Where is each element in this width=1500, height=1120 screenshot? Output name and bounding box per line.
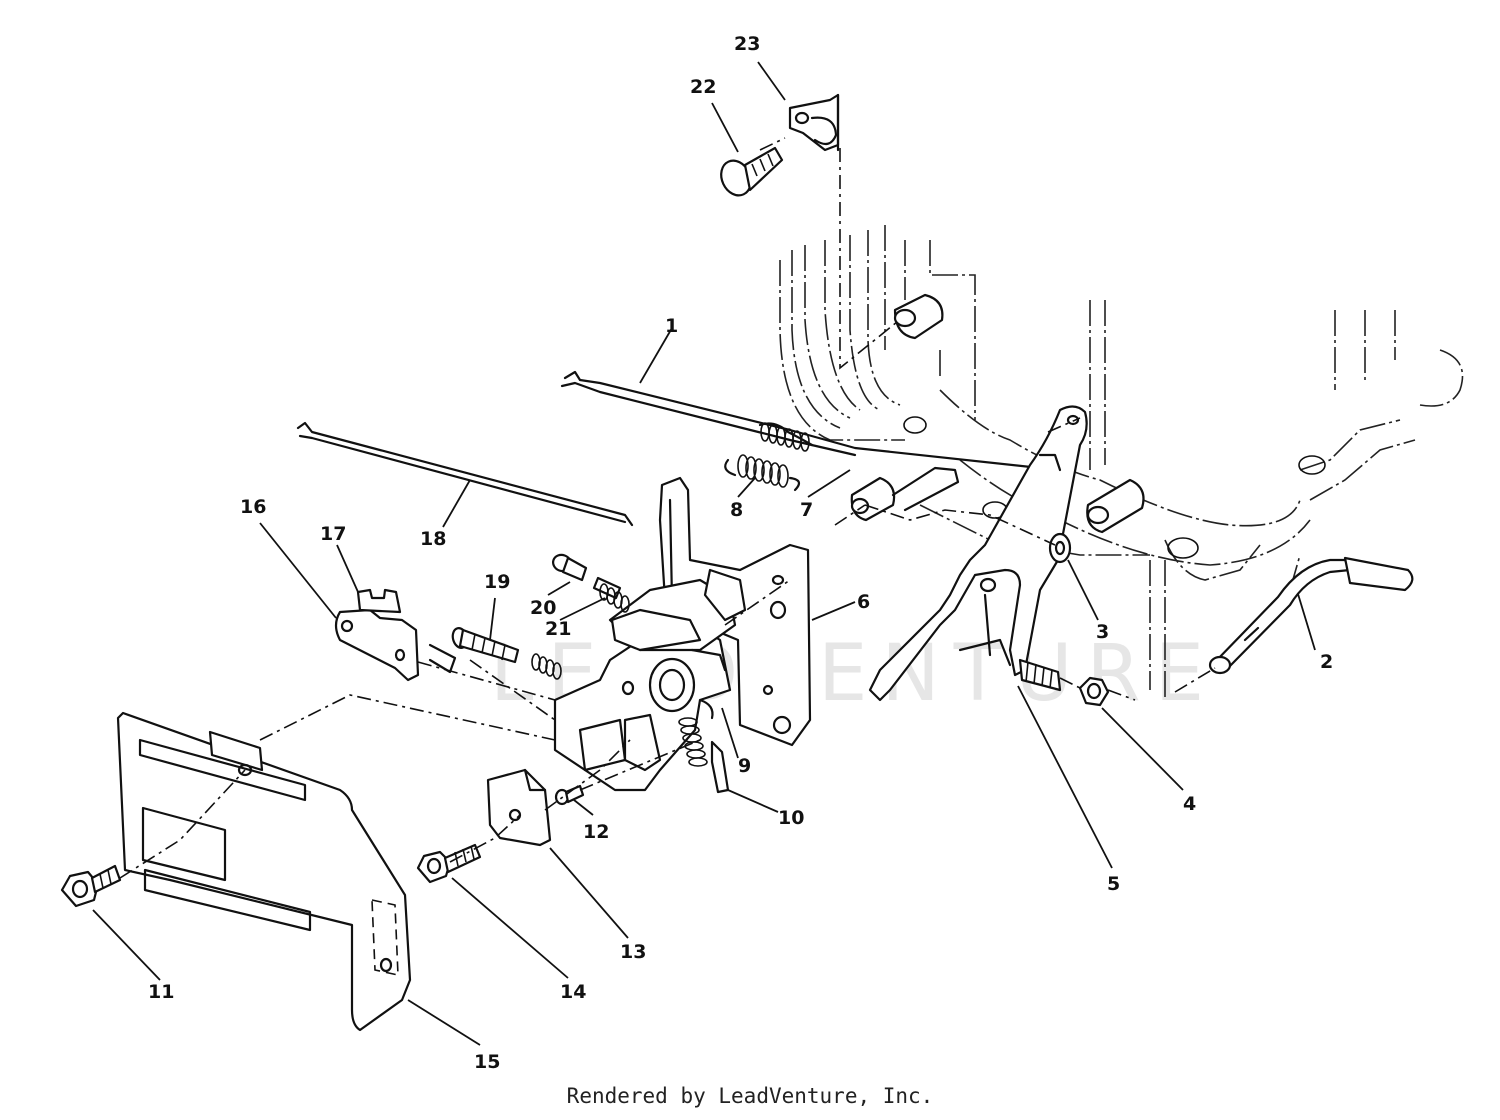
callout-leaders — [92, 61, 1316, 1046]
part-7-bushing — [850, 466, 960, 522]
part-9-spring — [678, 698, 714, 767]
callout-12: 12 — [583, 821, 609, 843]
part-14-bolt — [416, 843, 482, 884]
callout-14: 14 — [560, 981, 586, 1003]
part-21-spring — [599, 583, 630, 613]
part-5-governor-lever — [868, 405, 1088, 702]
callout-11: 11 — [148, 981, 174, 1003]
callout-13: 13 — [620, 941, 646, 963]
callout-22: 22 — [690, 76, 716, 98]
callout-5: 5 — [1107, 873, 1120, 895]
diagram-svg: LEADVENTURE — [60, 33, 1464, 1073]
part-2-governor-shaft — [1208, 556, 1414, 675]
callout-23: 23 — [734, 33, 760, 55]
part-3-clamp-bolt — [1048, 532, 1072, 564]
callout-6: 6 — [857, 591, 870, 613]
callout-15: 15 — [474, 1051, 500, 1073]
part-1-governor-rod — [560, 370, 1042, 470]
callout-17: 17 — [320, 523, 346, 545]
part-11-bolt — [60, 864, 122, 908]
callout-2: 2 — [1320, 651, 1333, 673]
callout-8: 8 — [730, 499, 743, 521]
part-23-cable-clamp — [788, 93, 840, 152]
callout-9: 9 — [738, 755, 751, 777]
callout-20: 20 — [530, 597, 556, 619]
callout-numbers: 1 2 3 4 5 6 7 8 9 10 11 12 13 14 15 16 1… — [148, 33, 1333, 1073]
callout-7: 7 — [800, 499, 813, 521]
part-12-screw — [554, 784, 585, 806]
part-18-throttle-rod — [296, 421, 634, 527]
assembly-centerlines — [119, 137, 1216, 879]
callout-21: 21 — [545, 618, 571, 640]
part-13-plate — [486, 768, 552, 847]
footer-credit: Rendered by LeadVenture, Inc. — [566, 1084, 934, 1108]
part-22-screw — [720, 146, 784, 197]
throttle-control-assembly — [553, 568, 747, 792]
part-4-nut — [1078, 676, 1110, 707]
part-16-choke-plate — [334, 588, 457, 682]
callout-18: 18 — [420, 528, 446, 550]
callout-10: 10 — [778, 807, 804, 829]
callout-16: 16 — [240, 496, 266, 518]
part-15-cover-plate — [116, 711, 412, 1032]
callout-19: 19 — [484, 571, 510, 593]
part-10-pin — [710, 740, 730, 794]
part-20-screw — [552, 553, 622, 600]
callout-1: 1 — [665, 315, 678, 337]
callout-3: 3 — [1096, 621, 1109, 643]
part-8-spring — [724, 454, 801, 492]
part-19-screw — [451, 627, 562, 680]
callout-4: 4 — [1183, 793, 1196, 815]
engine-block-outline — [779, 225, 1464, 700]
